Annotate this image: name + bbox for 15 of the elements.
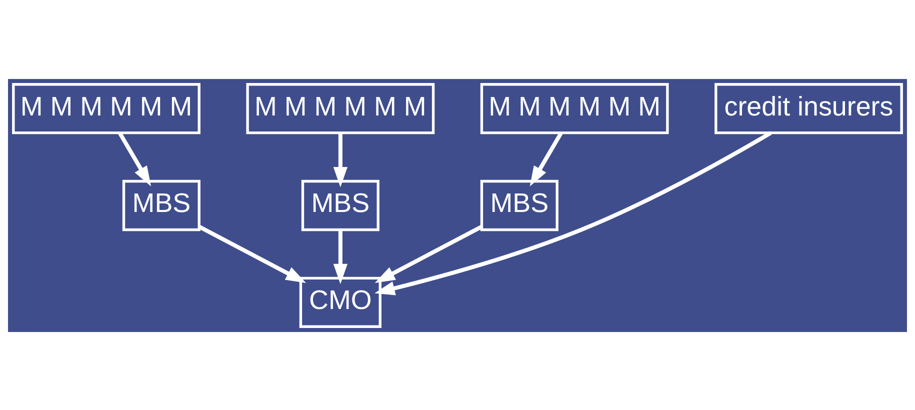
node-box: credit insurers bbox=[714, 82, 903, 134]
arrow bbox=[198, 224, 306, 282]
node-box: M M M M M M bbox=[480, 82, 669, 134]
arrow bbox=[374, 130, 772, 295]
arrow bbox=[530, 132, 563, 186]
arrow bbox=[333, 132, 348, 187]
node-box: MBS bbox=[301, 179, 380, 231]
arrow bbox=[333, 230, 348, 284]
arrow bbox=[118, 132, 152, 186]
node-box: MBS bbox=[480, 179, 558, 231]
node-box: M M M M M M bbox=[12, 82, 200, 134]
node-box: M M M M M M bbox=[246, 82, 435, 134]
node-box: CMO bbox=[299, 276, 382, 328]
arrow bbox=[374, 224, 482, 282]
node-box: MBS bbox=[122, 179, 200, 231]
